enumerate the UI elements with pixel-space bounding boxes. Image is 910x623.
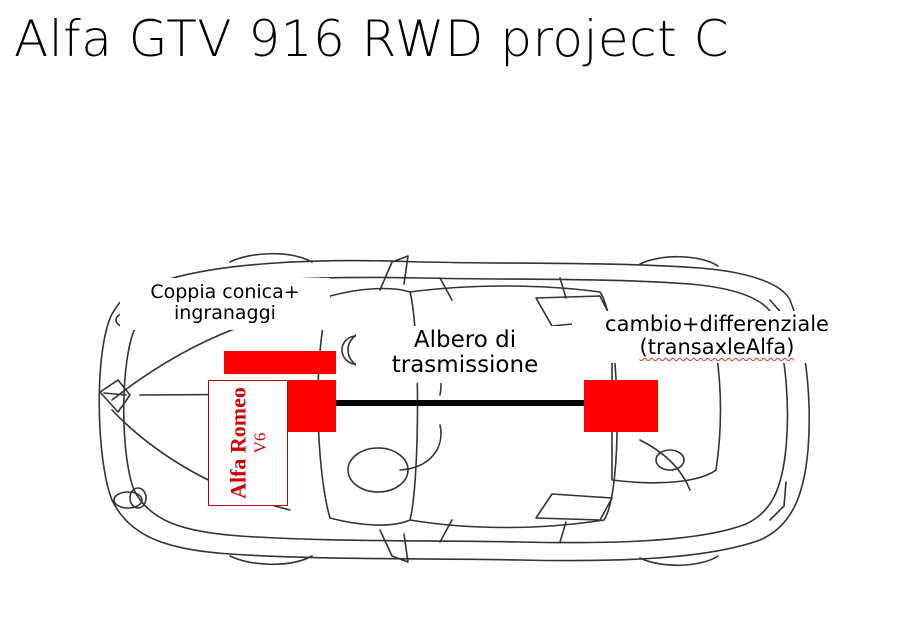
label-driveshaft: Albero di trasmissione: [356, 326, 574, 383]
bevel-gear-block: [224, 351, 336, 374]
label-transaxle-line2: (transaxleAlfa): [639, 335, 795, 360]
engine-box: Alfa Romeo V6: [208, 380, 288, 506]
engine-label: Alfa Romeo V6: [225, 387, 270, 499]
label-bevel-gear-line2: ingranaggi: [174, 301, 276, 324]
label-transaxle: cambio+differenziale (transaxleAlfa): [572, 311, 862, 364]
label-driveshaft-line1: Albero di: [413, 327, 517, 353]
transaxle-block: [584, 380, 658, 432]
label-transaxle-line1: cambio+differenziale: [605, 312, 829, 336]
engine-model: V6: [250, 432, 270, 454]
label-driveshaft-line2: trasmissione: [391, 352, 539, 379]
engine-brand: Alfa Romeo: [225, 387, 251, 499]
car-body-outline: [98, 259, 810, 562]
driveshaft: [336, 400, 586, 406]
diagram-title: Alfa GTV 916 RWD project C: [14, 10, 730, 68]
label-bevel-gear: Coppia conica+ ingranaggi: [120, 278, 330, 330]
engine-output-block: [286, 380, 336, 432]
label-bevel-gear-line1: Coppia conica+: [150, 281, 300, 303]
